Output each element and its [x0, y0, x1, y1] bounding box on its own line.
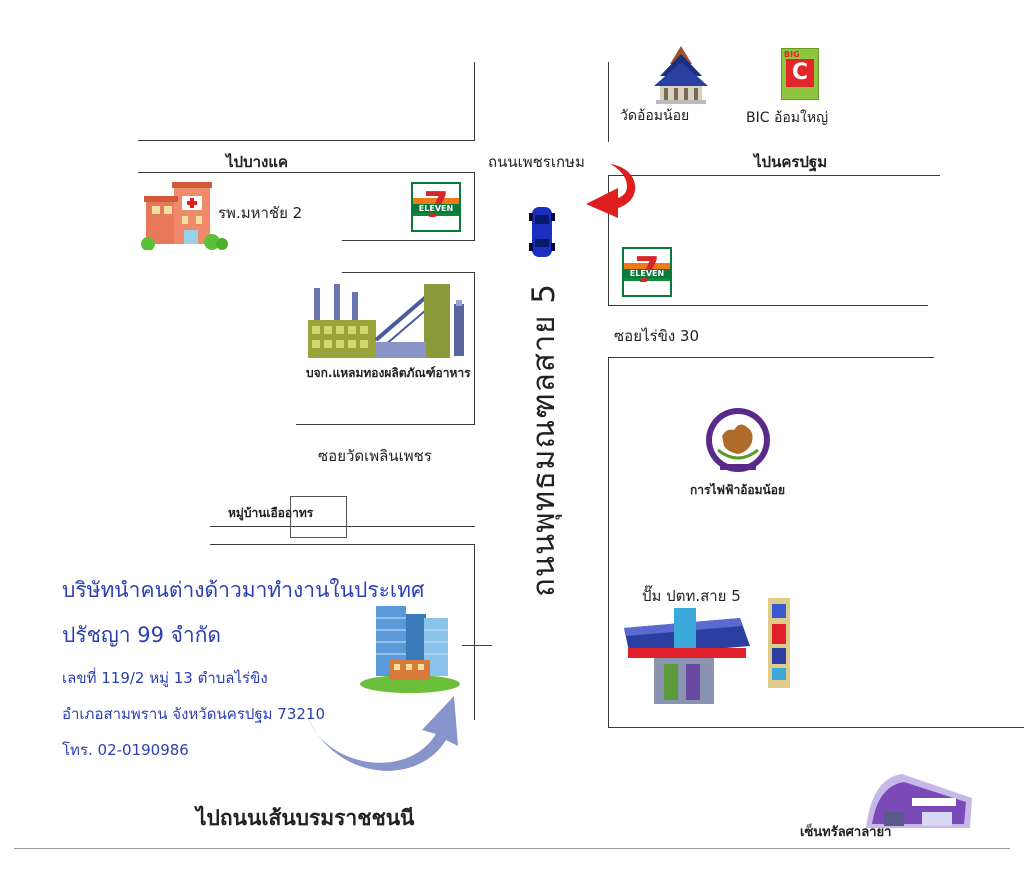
road-edge [138, 140, 475, 141]
company-address-1: เลขที่ 119/2 หมู่ 13 ตำบลไร่ขิง [62, 669, 268, 687]
road-edge [462, 645, 492, 646]
road-edge [608, 175, 609, 305]
road-edge [608, 357, 609, 727]
road-edge [608, 175, 940, 176]
road-edge [608, 62, 609, 142]
temple-icon [654, 46, 708, 104]
road-edge [608, 305, 928, 306]
road-edge [342, 272, 475, 273]
road-edge [210, 526, 475, 527]
road-edge [296, 424, 475, 425]
road-edge [474, 62, 475, 140]
label-big-c: BIC อ้อมใหญ่ [746, 110, 828, 126]
label-soi-raiking: ซอยไร่ขิง 30 [614, 327, 700, 345]
road-edge [474, 272, 475, 424]
factory-icon [308, 284, 464, 358]
label-to-nakhon-pathom: ไปนครปฐม [754, 153, 828, 171]
label-phetkasem-road: ถนนเพชรเกษม [488, 153, 585, 171]
company-building-icon [360, 606, 460, 693]
company-address-2: อำเภอสามพราน จังหวัดนครปฐม 73210 [62, 705, 325, 723]
car-icon [529, 207, 555, 257]
road-edge [474, 172, 475, 240]
road-edge [608, 727, 1024, 728]
label-main-road: ถนนพุทธมณฑลสาย 5 [526, 283, 562, 597]
big-c-logo: BIG C [781, 48, 819, 100]
label-electricity: การไฟฟ้าอ้อมน้อย [690, 483, 785, 497]
road-edge [342, 240, 475, 241]
hospital-icon [141, 182, 228, 250]
gas-station-icon [624, 598, 790, 704]
label-soi-wat: ซอยวัดเพลินเพชร [318, 447, 432, 465]
road-edge [608, 357, 934, 358]
label-wat-om-noi: วัดอ้อมน้อย [620, 108, 690, 124]
bottom-divider [14, 848, 1010, 849]
central-mall-icon [866, 774, 972, 828]
company-info: บริษัทนำคนต่างด้าวมาทำงานในประเทศ ปรัชญา… [62, 574, 424, 762]
electricity-seal-icon [706, 408, 770, 472]
road-edge [138, 172, 475, 173]
seven-eleven-logo-left: 7 ELEVEN [411, 182, 461, 232]
company-line-2: ปรัชญา 99 จำกัด [62, 623, 222, 647]
village-box [290, 496, 347, 538]
red-turn-arrow-icon [586, 164, 636, 218]
label-central: เซ็นทรัลศาลายา [800, 825, 892, 840]
label-to-bangkhae: ไปบางแค [226, 153, 289, 171]
company-phone: โทร. 02-0190986 [62, 741, 189, 759]
blue-curved-arrow-icon [308, 696, 458, 771]
label-village: หมู่บ้านเอืออาทร [228, 506, 314, 520]
label-to-borom: ไปถนนเส้นบรมราชชนนี [196, 806, 415, 830]
road-edge [210, 544, 475, 545]
label-hospital: รพ.มหาชัย 2 [218, 204, 303, 222]
seven-eleven-logo-right: 7 ELEVEN [622, 247, 672, 297]
label-ptt-pump: ปั๊ม ปตท.สาย 5 [642, 587, 741, 605]
label-factory: บจก.แหลมทองผลิตภัณฑ์อาหาร [306, 366, 471, 380]
road-edge [474, 544, 475, 720]
company-line-1: บริษัทนำคนต่างด้าวมาทำงานในประเทศ [62, 578, 425, 602]
